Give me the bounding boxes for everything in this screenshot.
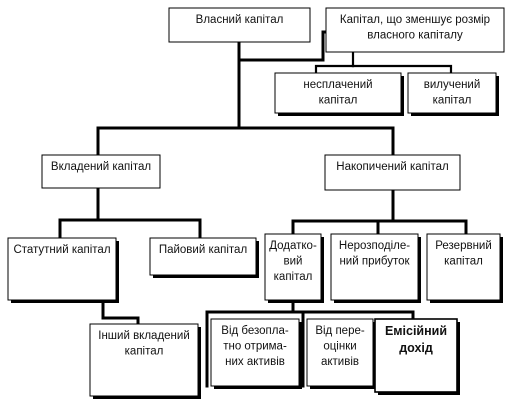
node-box [426,233,501,301]
node-label: Накопичений капітал [336,161,448,173]
node-label: Від пере- [315,325,365,337]
connector-reducing-to-unpaid [314,64,355,75]
node-other-invested-capital: Інший вкладений капітал [89,323,201,399]
node-label: тно отрима- [223,341,287,353]
node-label: дохід [399,341,433,355]
node-label: Пайовий капітал [159,244,247,256]
node-label: Від безопла- [221,325,289,337]
node-label: оцінки [323,341,356,353]
node-label: Інший вкладений [98,330,190,342]
node-label: вий [284,256,303,268]
node-label: Вкладений капітал [51,161,151,173]
node-label: капітал [319,95,358,107]
node-accumulated-capital: Накопичений капітал [324,154,461,191]
node-statutory-capital: Статутний капітал [7,237,119,303]
node-label: ний прибуток [339,256,410,268]
node-from-revaluation: Від пере-оцінки активів [306,318,376,389]
node-invested-capital: Вкладений капітал [41,154,161,189]
node-box [325,7,505,53]
node-label: Додатко- [269,240,317,252]
node-box [264,233,322,301]
node-share-capital: Пайовий капітал [149,237,259,278]
node-box [149,237,257,276]
node-label: них активів [225,356,285,368]
node-own-capital: Власний капітал [168,7,311,43]
node-label: Резервний [435,240,492,252]
node-box [41,154,161,189]
connectors [58,30,468,388]
node-emission-income: Емісійний дохід [374,318,460,395]
node-reserve-capital: Резервний капітал [426,233,503,303]
node-label: власного капіталу [367,30,463,42]
node-label: Нерозподіле- [339,240,410,252]
nodes: Власний капітал Капітал, що зменшує розмі… [7,7,505,399]
node-label: капітал [274,271,313,283]
node-reducing-capital: Капітал, що зменшує розмір власного капіт… [325,7,505,53]
node-box [407,72,497,114]
node-retained-earnings: Нерозподіле-ний прибуток [330,233,421,303]
connector-reducing-to-withdrawn [351,64,453,75]
node-box [168,7,311,43]
connector-statutory-to-other [101,298,140,326]
node-box [324,154,461,191]
node-box [7,237,117,301]
node-label: Капітал, що зменшує розмір [340,14,490,26]
node-box [210,318,300,387]
node-box [89,323,199,397]
node-unpaid-capital: несплачений капітал [274,72,404,116]
node-label: капітал [125,346,164,358]
node-label: капітал [433,95,472,107]
node-box [330,233,419,301]
node-box [374,318,458,393]
node-additional-capital: Додатко-вий капітал [264,233,324,303]
node-label: Власний капітал [196,14,284,26]
node-box [306,318,374,387]
node-label: Емісійний [385,324,447,338]
node-label: капітал [444,256,483,268]
node-label: активів [321,356,359,368]
node-label: вилучений [424,79,481,91]
node-withdrawn-capital: вилучений капітал [407,72,499,116]
node-label: Статутний капітал [13,244,110,256]
node-from-free-assets: Від безопла-тно отрима-них активів [210,318,302,389]
node-label: несплачений [303,79,372,91]
node-box [274,72,402,114]
